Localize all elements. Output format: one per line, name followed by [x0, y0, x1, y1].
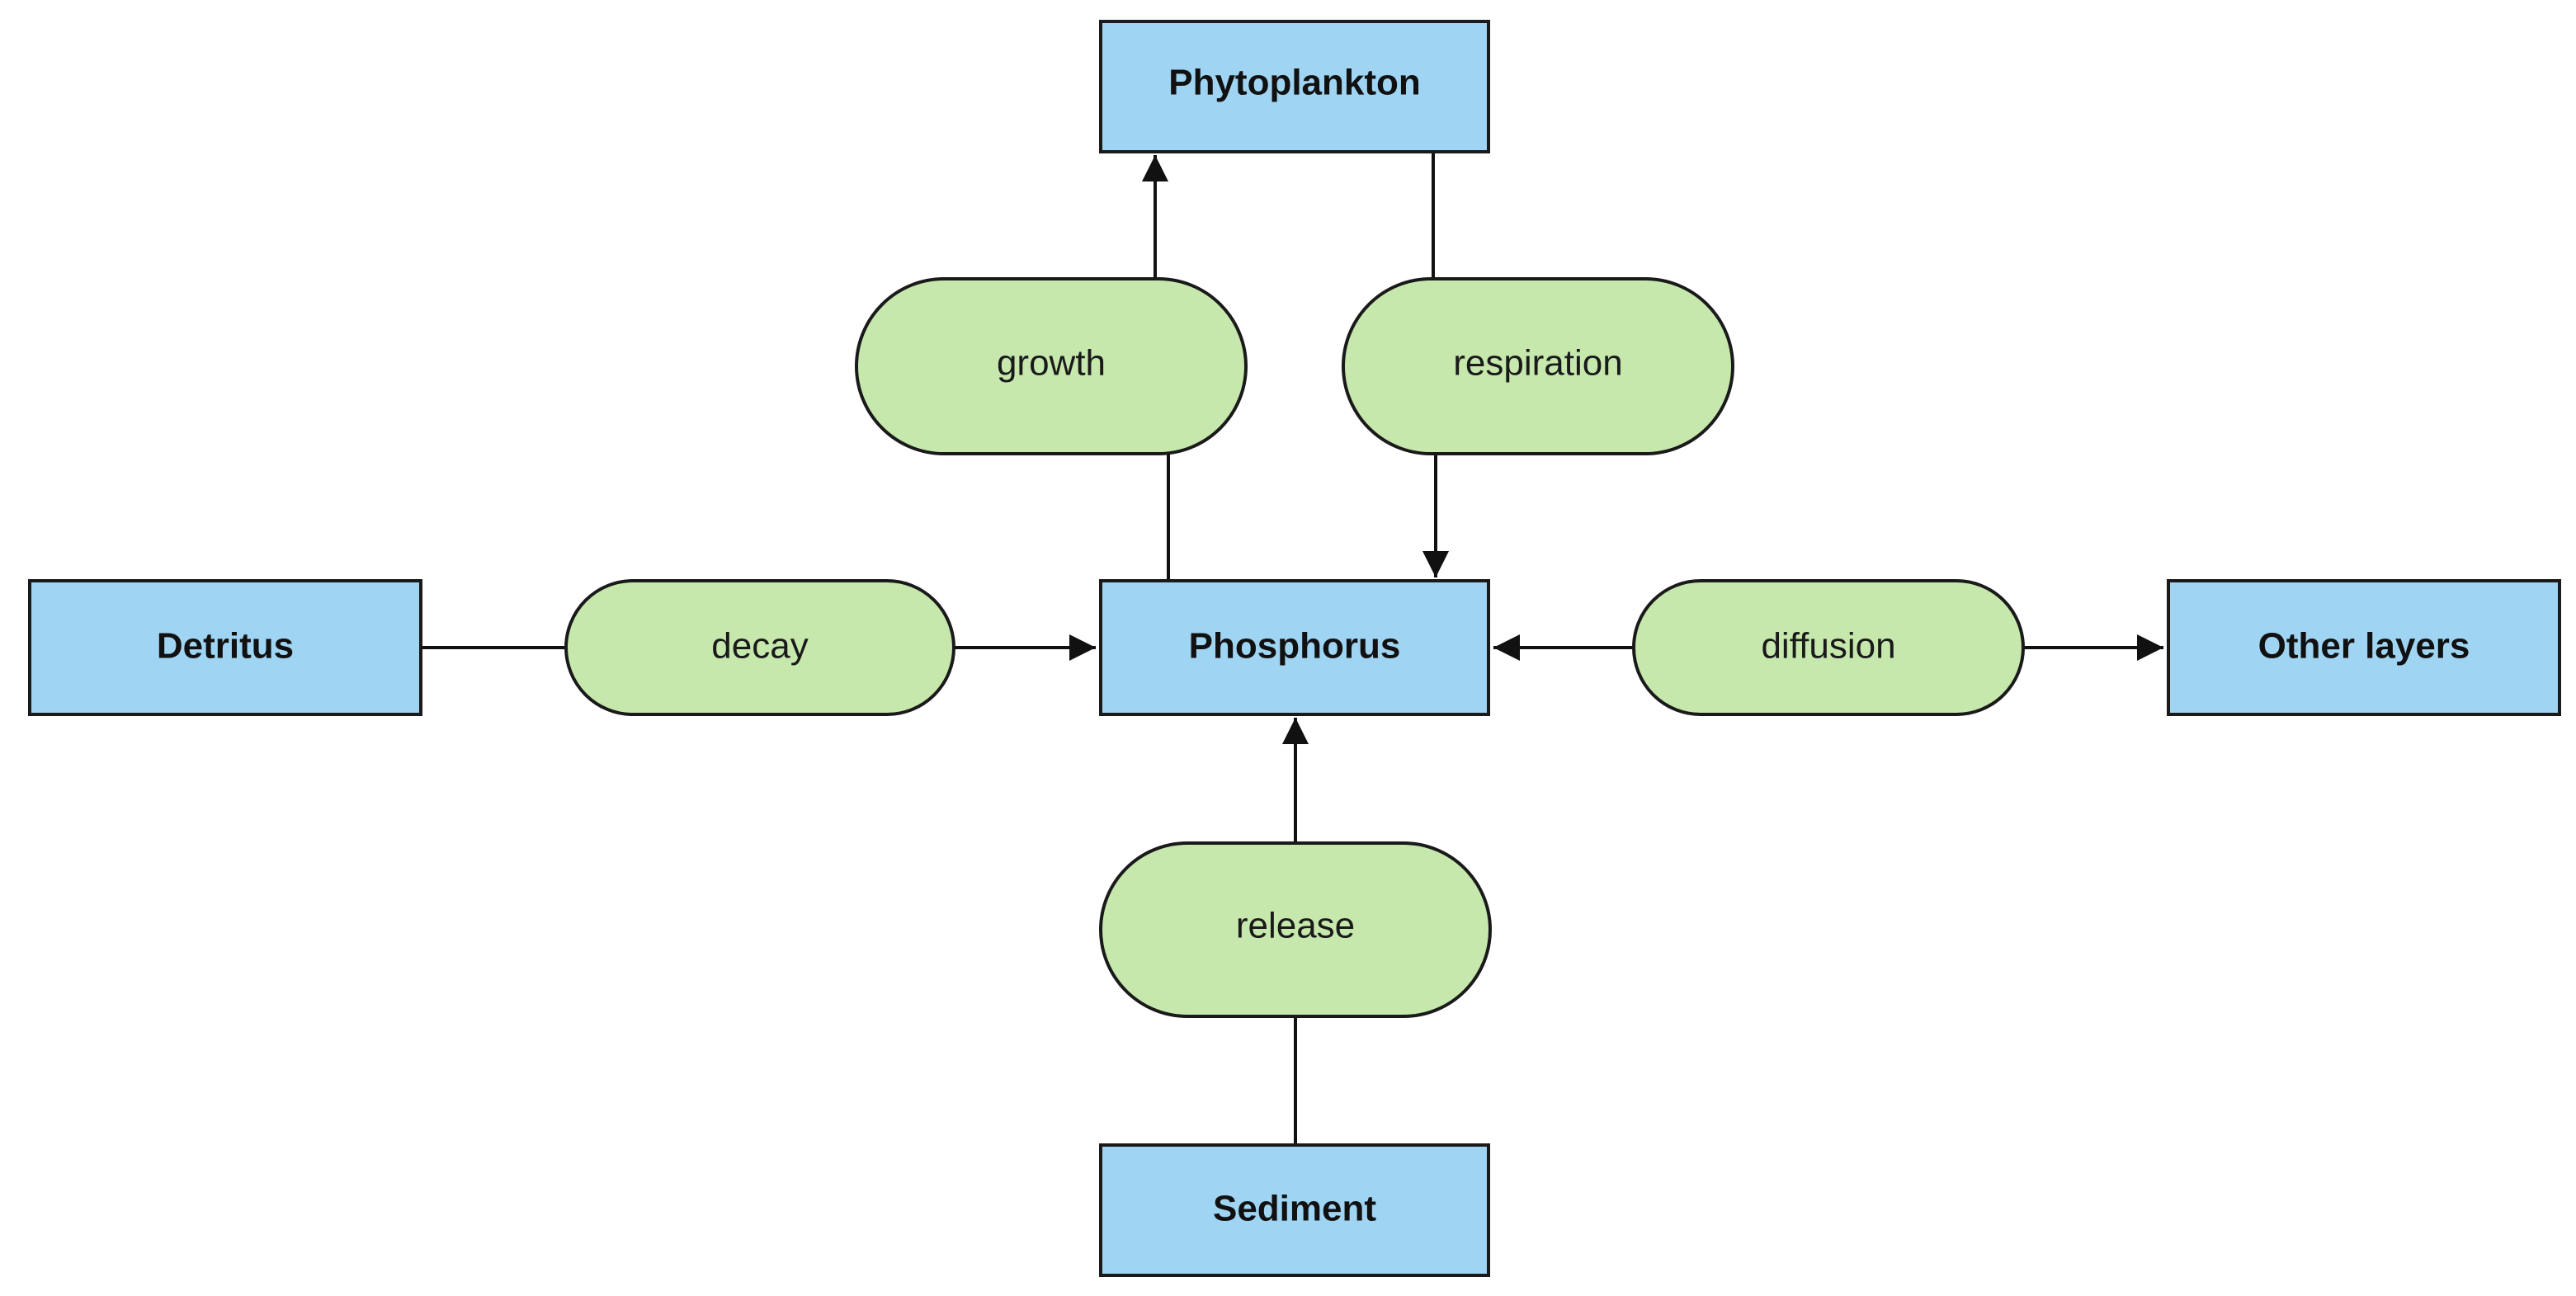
- process-label-growth: growth: [997, 343, 1106, 384]
- node-sediment: Sediment: [1099, 1143, 1490, 1277]
- node-label-other-layers: Other layers: [2258, 626, 2470, 667]
- node-phytoplankton: Phytoplankton: [1099, 20, 1490, 153]
- node-label-detritus: Detritus: [157, 626, 294, 667]
- connectors: [421, 152, 2163, 1145]
- node-phosphorus: Phosphorus: [1099, 579, 1490, 716]
- process-label-decay: decay: [711, 626, 808, 667]
- process-label-diffusion: diffusion: [1761, 626, 1895, 667]
- node-other-layers: Other layers: [2167, 579, 2561, 716]
- node-label-phosphorus: Phosphorus: [1189, 626, 1401, 667]
- process-diffusion: diffusion: [1632, 579, 2025, 716]
- node-label-sediment: Sediment: [1213, 1189, 1376, 1229]
- process-label-release: release: [1236, 906, 1355, 946]
- node-detritus: Detritus: [28, 579, 422, 716]
- process-growth: growth: [855, 277, 1248, 455]
- process-decay: decay: [564, 579, 955, 716]
- node-label-phytoplankton: Phytoplankton: [1168, 63, 1421, 103]
- process-label-respiration: respiration: [1453, 343, 1622, 384]
- process-release: release: [1099, 841, 1492, 1018]
- process-respiration: respiration: [1342, 277, 1734, 455]
